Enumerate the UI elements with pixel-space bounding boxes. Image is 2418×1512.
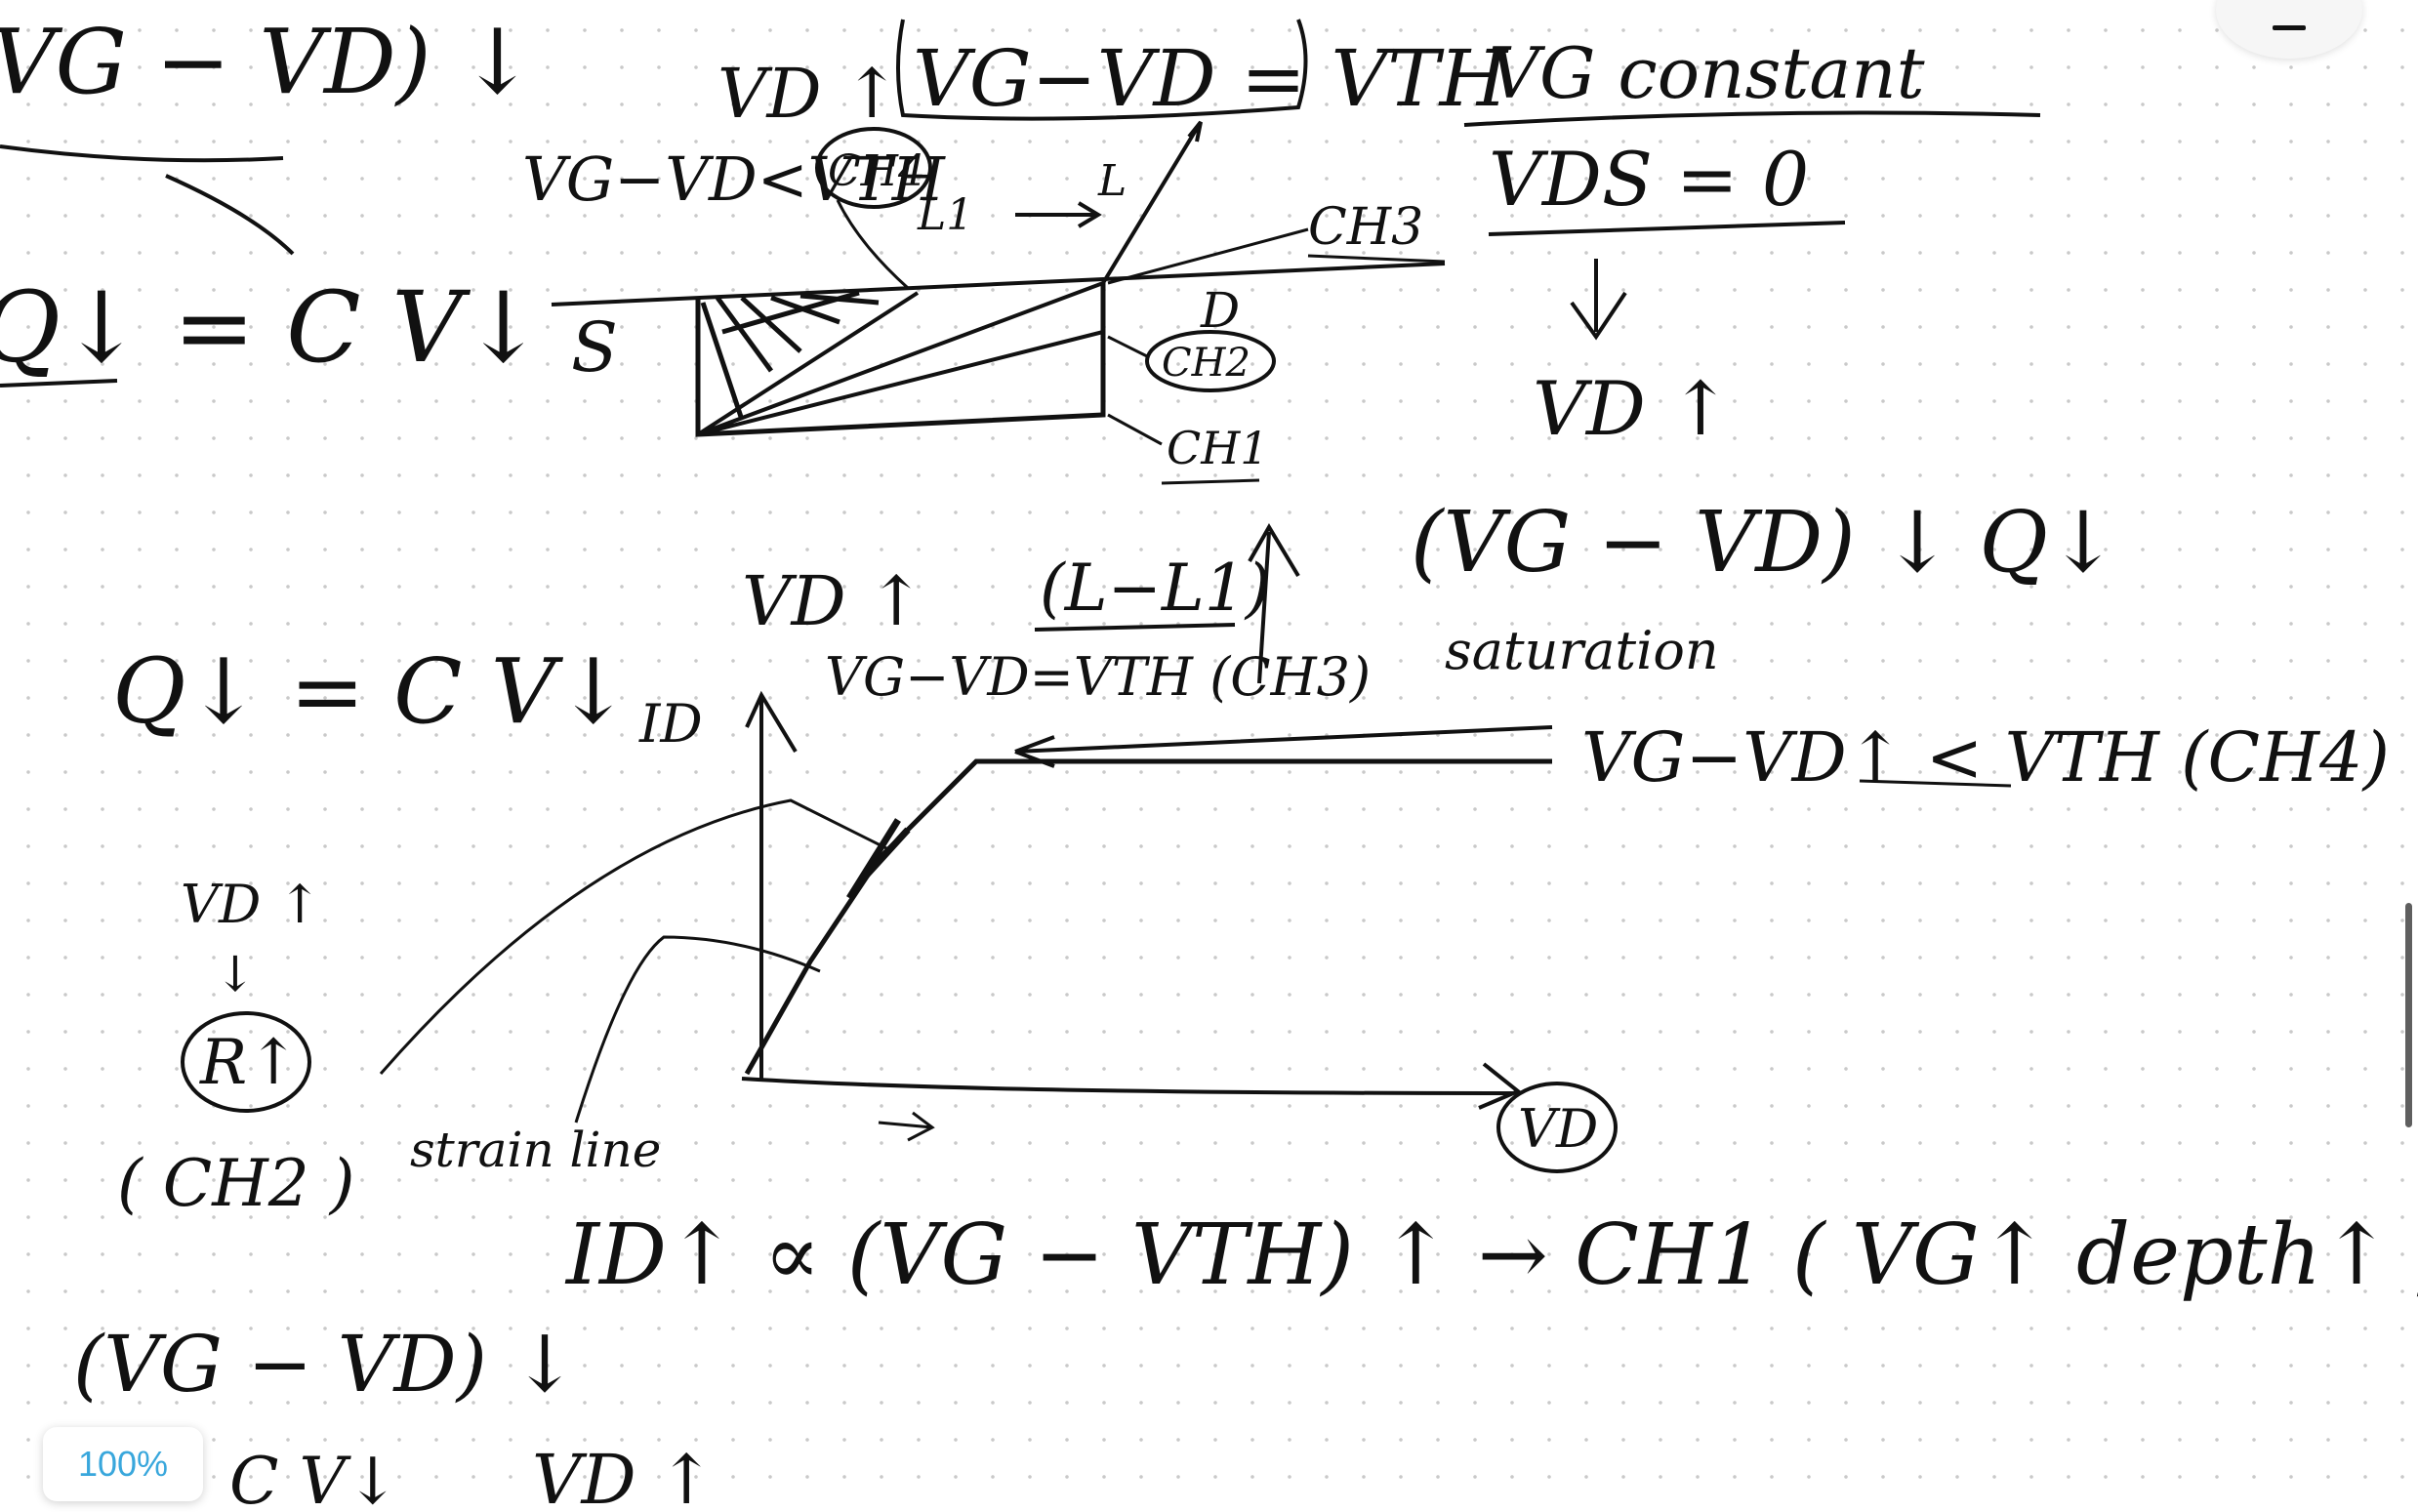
mosfet-channel-diagram: VD ↑ VG−VD = VTH VG−VD<VTH CH4 L1 L S D … (522, 19, 1510, 485)
strain-line-text: strain line (410, 1122, 661, 1178)
left-middle-notes: Q↓ = C V↓ VD ↑ ↓ R↑ ( CH2 ) strain line (112, 639, 661, 1221)
q-equals-cv-text: Q↓ = C V↓ (112, 639, 631, 744)
top-right-notes: VG constant VDS = 0 VD ↑ (VG − VD) ↓ Q↓ (1411, 32, 2118, 592)
x-axis (741, 1062, 1522, 1110)
id-axis-label: ID (638, 693, 703, 755)
small-arrow (878, 1111, 935, 1142)
cv-down-text: C V↓ (229, 1444, 399, 1512)
source-label: S (571, 307, 618, 388)
curve-scribble (846, 818, 911, 900)
id-proportional-text: ID↑ ∝ (VG − VTH) ↑ → CH1 ( VG↑ depth↑ ) (564, 1206, 2418, 1304)
l-pointer (1101, 120, 1203, 285)
saturation-arrow (1014, 725, 1553, 768)
vg-vd-down-q-down-text: (VG − VD) ↓ Q↓ (1411, 494, 2118, 592)
vg-vd-down-text: (VG − VD) ↓ (73, 1319, 577, 1410)
ch4-label: CH4 (828, 146, 925, 196)
ch2-label: CH2 (1162, 341, 1250, 386)
vertical-scrollbar[interactable] (2405, 903, 2412, 1127)
fraction-line (1463, 110, 2041, 127)
ch1-pointer (1107, 413, 1163, 446)
y-axis (745, 690, 798, 1079)
saturation-label: saturation (1445, 620, 1719, 681)
vg-minus-vd-down-text: VG − VD) ↓ (0, 10, 535, 114)
l-label: L (1097, 156, 1127, 206)
ch3-pointer (1107, 227, 1309, 285)
vd-up-text: VD ↑ (717, 54, 901, 134)
vd-up-text: VD ↑ (181, 874, 322, 935)
l1-label: L1 (917, 190, 973, 240)
connector-stroke (165, 174, 295, 256)
down-arrow-text: ↓ (215, 946, 256, 1002)
vd-up-text: VD ↑ (532, 1440, 716, 1512)
connector-strain-line (574, 935, 821, 1124)
l-minus-l1-text: (L−L1) (1040, 551, 1270, 626)
underline-stroke (0, 379, 118, 388)
vd-up-text: VD ↑ (742, 561, 925, 641)
top-left-notes: VG − VD) ↓ Q↓ = C V↓ (0, 10, 544, 388)
underline-stroke (1488, 221, 1846, 236)
q-equals-cv-text: Q↓ = C V↓ (0, 270, 544, 385)
l1-arrow (1015, 201, 1102, 228)
r-circle (181, 1011, 311, 1113)
vd-axis-label: VD (1518, 1098, 1598, 1160)
id-curve (744, 758, 1552, 1076)
minus-icon (2273, 25, 2306, 30)
up-arrow (1248, 523, 1300, 684)
boxed-equation-text: VG−VD = VTH (913, 33, 1510, 124)
vd-up-text: VD ↑ (1533, 365, 1732, 452)
ch2-pointer (1107, 335, 1148, 358)
zoom-level-text: 100% (77, 1444, 169, 1484)
ch1-label: CH1 (1167, 422, 1269, 474)
ch2-paren-text: ( CH2 ) (117, 1146, 355, 1221)
connector-to-curve (379, 798, 889, 1075)
vg-constant-text: VG constant (1489, 32, 1926, 114)
ch3-label: CH3 (1308, 198, 1423, 257)
zoom-level-indicator[interactable]: 100% (43, 1427, 203, 1501)
ch1-underline (1161, 478, 1260, 485)
r-up-label: R↑ (199, 1027, 300, 1099)
equation-bracket (896, 19, 1308, 121)
channel-hatching (700, 290, 880, 421)
underline-stroke (1859, 779, 2012, 788)
vds-zero-text: VDS = 0 (1489, 136, 1809, 223)
vd-axis-circle (1496, 1082, 1618, 1173)
ch4-circle (815, 127, 932, 209)
gate-surface-line (551, 262, 1446, 306)
underline-stroke (0, 144, 284, 163)
channel-profile-lines (696, 281, 1104, 436)
ch3-underline (1307, 254, 1446, 264)
down-arrow (1570, 259, 1627, 341)
ch4-pointer (836, 199, 910, 290)
underline-stroke (1034, 623, 1236, 632)
bottom-notes: ID↑ ∝ (VG − VTH) ↑ → CH1 ( VG↑ depth↑ ) … (73, 1206, 2418, 1512)
eq-ch3-text: VG−VD=VTH (CH3) (825, 646, 1371, 708)
channel-box (695, 283, 1106, 437)
ch2-circle (1145, 330, 1276, 392)
drain-label: D (1200, 282, 1240, 339)
id-vd-graph: VD ↑ (L−L1) VG−VD=VTH (CH3) ID VD satura… (379, 523, 2390, 1173)
less-than-condition-text: VG−VD<VTH (522, 143, 947, 215)
